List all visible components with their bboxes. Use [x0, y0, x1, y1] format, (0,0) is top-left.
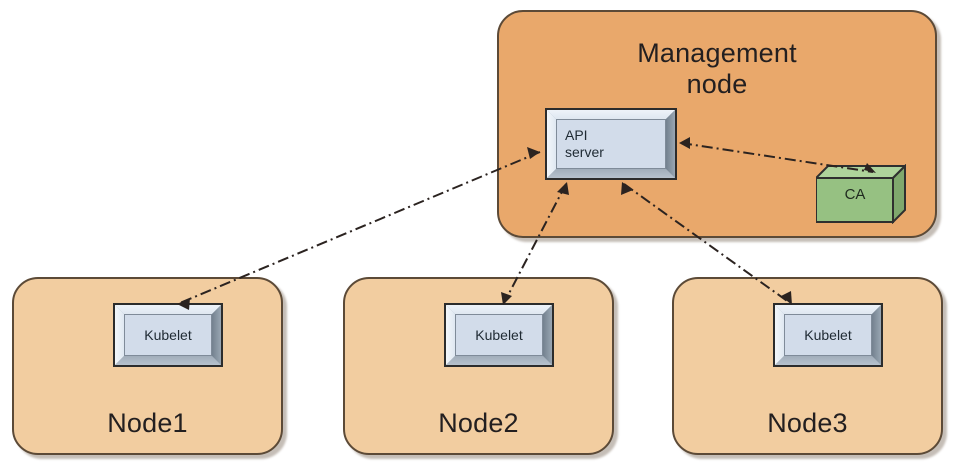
kubelet2-bevel-top	[446, 305, 552, 315]
kubelet2-face: Kubelet	[455, 314, 543, 356]
kubelet2-label: Kubelet	[475, 326, 523, 343]
worker-node-node1-title: Node1	[107, 408, 188, 438]
kubelet3-bevel-top	[775, 305, 881, 315]
ca-cube-shape	[816, 164, 906, 224]
kubelet2-bevel-right	[542, 305, 552, 365]
api-server-bevel-right	[665, 110, 675, 178]
api-server-box[interactable]: API server	[545, 108, 677, 180]
kubelet-box-node2[interactable]: Kubelet	[444, 303, 554, 367]
kubelet1-bevel-top	[115, 305, 221, 315]
management-node-title: Management node	[499, 38, 935, 100]
ca-cube[interactable]: CA	[816, 164, 906, 224]
kubelet1-label: Kubelet	[144, 326, 192, 343]
api-server-face: API server	[556, 119, 666, 169]
management-node-title-line1: Management	[637, 38, 797, 68]
api-server-bevel-bottom	[547, 168, 675, 178]
kubelet3-bevel-left	[775, 305, 785, 365]
management-node-title-line2: node	[686, 69, 748, 99]
kubelet1-face: Kubelet	[124, 314, 212, 356]
api-server-bevel-left	[547, 110, 557, 178]
kubelet1-bevel-left	[115, 305, 125, 365]
api-server-label: API server	[557, 127, 604, 161]
ca-cube-front-face	[816, 177, 894, 223]
kubelet3-label: Kubelet	[804, 326, 852, 343]
api-server-label-line2: server	[565, 144, 604, 160]
kubelet1-bevel-right	[211, 305, 221, 365]
worker-node-node2-title: Node2	[438, 408, 519, 438]
kubelet-box-node1[interactable]: Kubelet	[113, 303, 223, 367]
kubelet2-bevel-left	[446, 305, 456, 365]
kubelet2-bevel-bottom	[446, 355, 552, 365]
kubelet-box-node3[interactable]: Kubelet	[773, 303, 883, 367]
api-server-bevel-top	[547, 110, 675, 120]
worker-node-node3-title: Node3	[767, 408, 848, 438]
api-server-label-line1: API	[565, 127, 588, 143]
kubelet3-bevel-bottom	[775, 355, 881, 365]
kubelet3-bevel-right	[871, 305, 881, 365]
kubelet1-bevel-bottom	[115, 355, 221, 365]
ca-cube-top-face	[816, 165, 906, 179]
kubelet3-face: Kubelet	[784, 314, 872, 356]
